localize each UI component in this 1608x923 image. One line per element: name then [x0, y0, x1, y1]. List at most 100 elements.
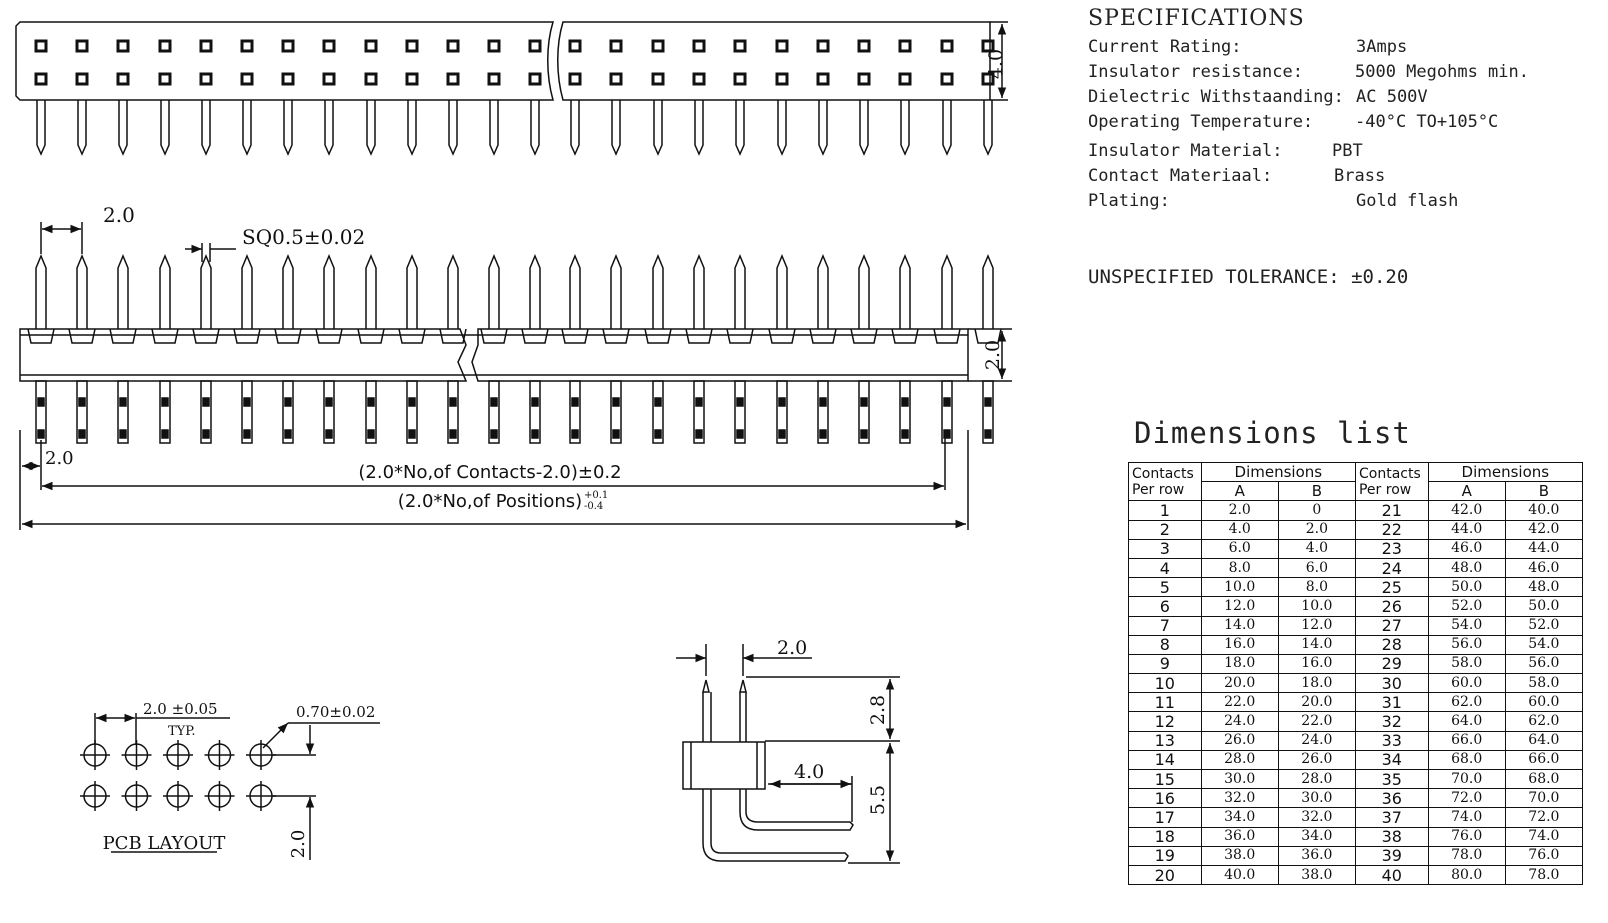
table-cell: 18.0: [1277, 673, 1356, 694]
side-view: [676, 644, 900, 864]
hole-square: [568, 72, 582, 86]
pin-top: [817, 254, 829, 329]
pin-tail: [36, 100, 46, 156]
pin-notch: [27, 328, 55, 344]
table-cell: 12.0: [1200, 596, 1279, 617]
formula-positions-label: (2.0*No,of Positions): [398, 491, 582, 512]
pin-notch: [726, 328, 754, 344]
pin-mark: [654, 397, 662, 407]
top-view: [15, 21, 1008, 156]
pin-tail: [77, 100, 87, 156]
pin-mark: [819, 397, 827, 407]
table-cell: 30: [1354, 673, 1429, 694]
hole-square: [446, 72, 460, 86]
pin-mark: [531, 397, 539, 407]
hole-square: [364, 72, 378, 86]
dimensions-header: Dimensions: [1427, 461, 1584, 483]
table-cell: 46.0: [1504, 557, 1584, 579]
table-cell: 66.0: [1427, 730, 1506, 751]
hole-square: [240, 39, 254, 53]
side-pitch-label: 2.0: [777, 637, 807, 659]
table-cell: 34: [1354, 749, 1429, 771]
pin-notch: [561, 328, 589, 344]
pin-notch: [602, 328, 630, 344]
table-cell: 2.0: [1277, 519, 1356, 540]
body-height-label: 2.0: [982, 340, 1004, 370]
table-cell: 34.0: [1200, 807, 1279, 828]
table-cell: 10.0: [1277, 596, 1356, 617]
pin-mark: [367, 429, 375, 439]
table-cell: 22.0: [1277, 711, 1356, 732]
table-cell: 62.0: [1504, 711, 1584, 732]
pin-tail: [818, 100, 828, 156]
pin-mark: [325, 429, 333, 439]
table-cell: 12.0: [1277, 615, 1356, 636]
table-cell: 54.0: [1504, 634, 1584, 655]
pin-top: [529, 254, 541, 329]
table-cell: 35: [1354, 768, 1429, 790]
positions-tol-minus: -0.4: [584, 501, 603, 512]
hole-square: [364, 39, 378, 53]
pin-mark: [778, 397, 786, 407]
spec-value: PBT: [1332, 141, 1363, 161]
pin-bottom: [693, 380, 705, 444]
contacts-per-row-header: Contacts Per row: [1128, 461, 1202, 502]
pin-notch: [933, 328, 961, 344]
hole-square: [199, 72, 213, 86]
table-cell: 50.0: [1427, 577, 1506, 598]
hole-square: [898, 39, 912, 53]
table-cell: 16.0: [1200, 634, 1279, 655]
table-cell: 32.0: [1200, 788, 1279, 809]
pin-mark: [531, 429, 539, 439]
pin-mark: [943, 397, 951, 407]
table-cell: 60.0: [1504, 692, 1584, 713]
hole-square: [528, 72, 542, 86]
table-cell: 74.0: [1427, 807, 1506, 828]
pin-mark: [984, 397, 992, 407]
pcb-pitch-label: 2.0 ±0.05: [143, 700, 218, 718]
pin-top: [200, 254, 212, 329]
hole-square: [733, 39, 747, 53]
table-cell: 26.0: [1200, 730, 1279, 751]
pin-top: [569, 254, 581, 329]
hole-square: [487, 72, 501, 86]
pin-mark: [449, 397, 457, 407]
table-cell: 19: [1128, 845, 1202, 866]
pin-top: [323, 254, 335, 329]
pcb-typ-label: TYP.: [168, 724, 196, 739]
pin-top: [941, 254, 953, 329]
pin-mark: [571, 397, 579, 407]
hole-square: [281, 72, 295, 86]
pin-bottom: [817, 380, 829, 444]
pin-offset-label: 2.0: [45, 448, 74, 469]
table-cell: 36.0: [1277, 845, 1356, 866]
pin-tail: [735, 100, 745, 156]
table-cell: 38.0: [1200, 845, 1279, 866]
spec-label: Dielectric Withstaanding:: [1088, 87, 1344, 107]
hole-square: [775, 39, 789, 53]
pin-top: [76, 254, 88, 329]
pin-top: [159, 254, 171, 329]
pin-mark: [490, 397, 498, 407]
pin-mark: [367, 397, 375, 407]
side-top-label: 2.8: [867, 695, 889, 725]
pin-bottom: [76, 380, 88, 444]
hole-square: [568, 39, 582, 53]
table-cell: 54.0: [1427, 615, 1506, 636]
table-cell: 64.0: [1427, 711, 1506, 732]
table-cell: 6.0: [1277, 557, 1356, 579]
hole-square: [692, 72, 706, 86]
pin-mark: [901, 397, 909, 407]
table-cell: 25: [1354, 577, 1429, 598]
pin-top: [241, 254, 253, 329]
pin-notch: [809, 328, 837, 344]
